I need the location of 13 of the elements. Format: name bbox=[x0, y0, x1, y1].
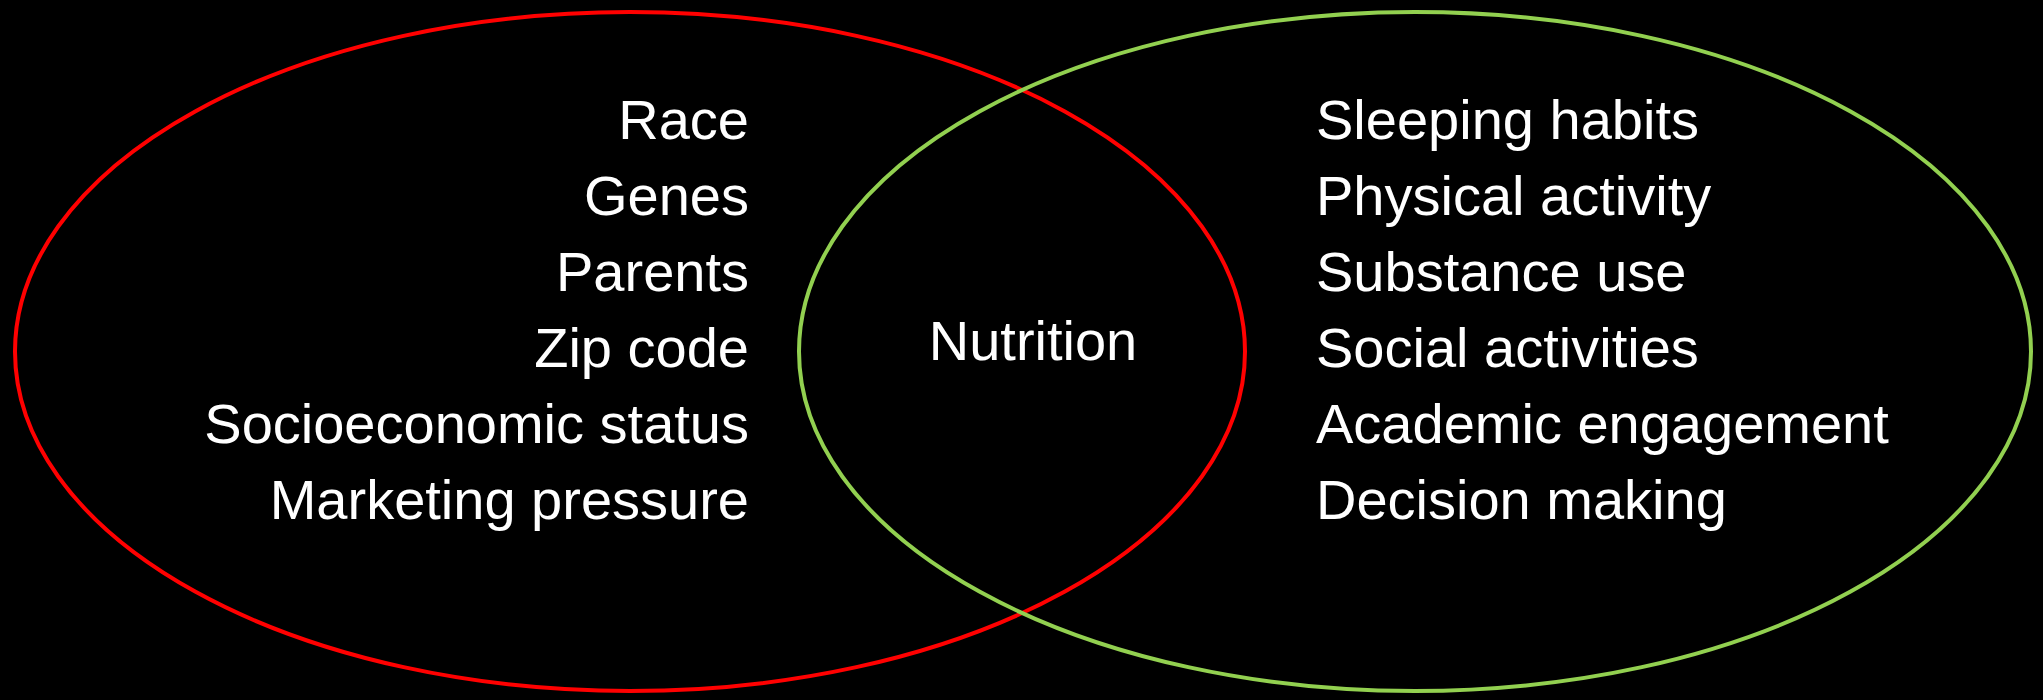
factor-text: Social activities bbox=[1316, 315, 1700, 381]
factor-text: Parents bbox=[555, 239, 749, 305]
overlap-text: Nutrition bbox=[928, 308, 1138, 374]
factor-text: Academic engagement bbox=[1316, 391, 1889, 457]
factor-text: Zip code bbox=[533, 315, 749, 381]
factor-text: Marketing pressure bbox=[268, 467, 749, 533]
factor-text: Substance use bbox=[1316, 239, 1688, 305]
factor-text: Decision making bbox=[1316, 467, 1728, 533]
factor-text: Genes bbox=[583, 163, 749, 229]
factor-text: Sleeping habits bbox=[1316, 87, 1700, 153]
factor-text: Race bbox=[617, 87, 749, 153]
factor-text: Physical activity bbox=[1316, 163, 1713, 229]
factor-text: Socioeconomic status bbox=[204, 391, 749, 457]
